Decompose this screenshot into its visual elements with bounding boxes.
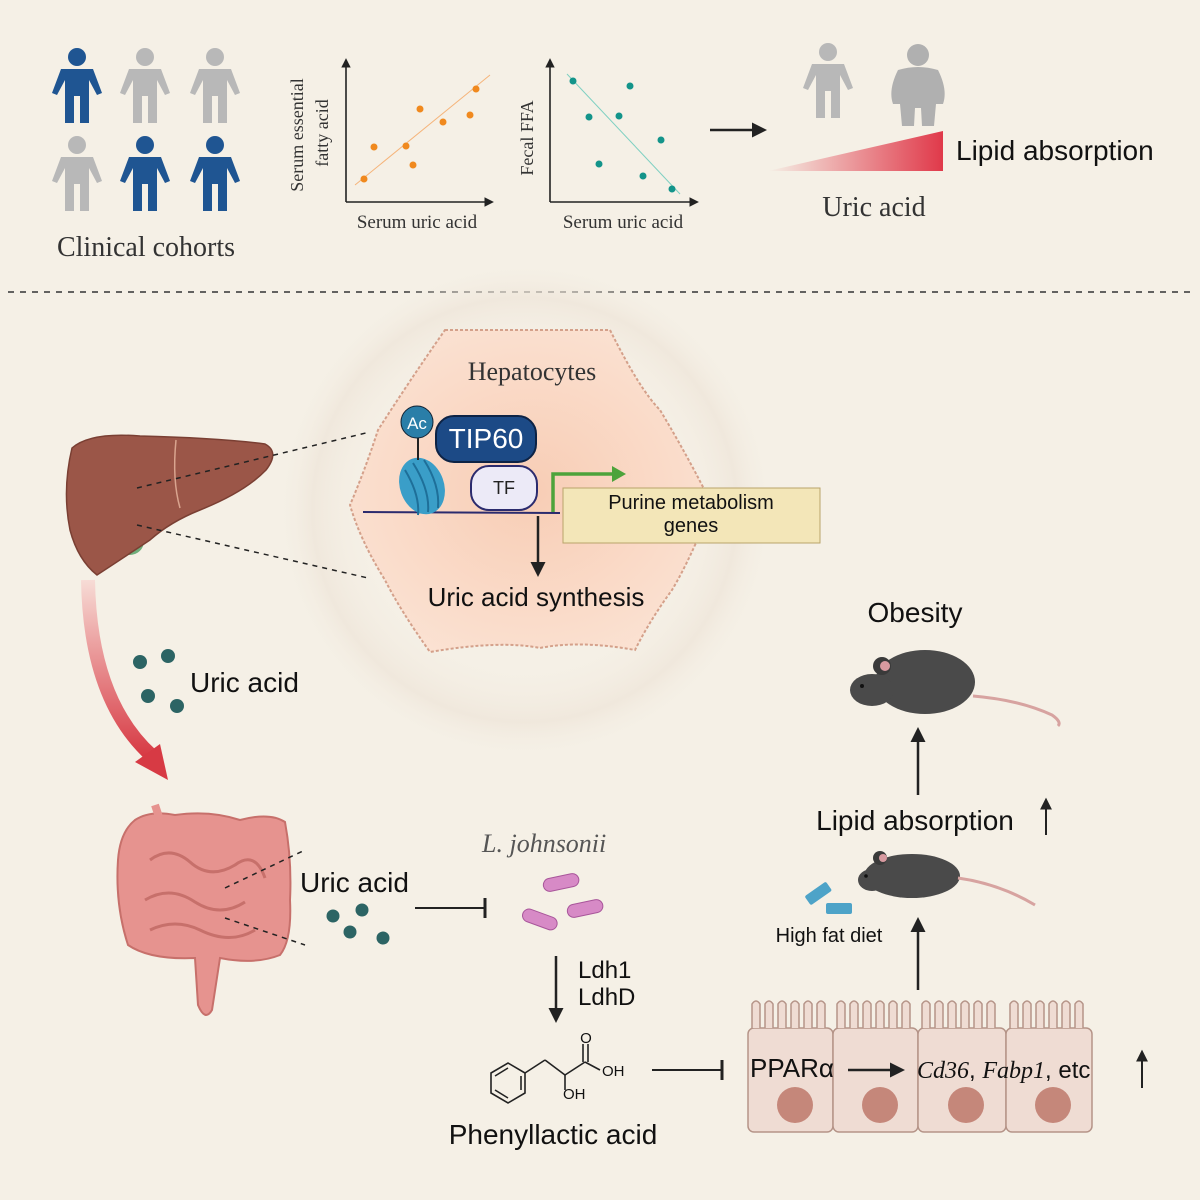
acetyl-label: Ac [407,414,427,433]
data-point [639,172,647,180]
inhibition-arrow-bacteria [415,898,487,918]
scatter-plot-fecal-ffa: Fecal FFA Serum uric acid [517,58,699,233]
species-label: L. johnsonii [481,829,606,858]
person-icon [803,43,853,118]
clinical-cohorts-panel: Clinical cohorts [52,48,240,263]
mouse-hfd-icon [858,851,1036,907]
obese-mouse-icon [850,650,1061,728]
person-icon [190,136,240,211]
cohort-label: Clinical cohorts [57,232,235,263]
transcription-arrow [551,472,612,512]
scatter-plot-essential-fatty-acid: Serum essential fatty acid Serum uric ac… [287,58,494,233]
data-point [472,85,480,93]
lipid-absorption-label-2: Lipid absorption [816,805,1014,836]
genes-box [562,487,821,544]
enzyme-ldhd: LdhD [578,984,635,1011]
hydroxyl-oh: OH [563,1086,586,1103]
y-axis-label: Fecal FFA [517,100,537,175]
acetyl-badge [400,405,434,439]
hepatocytes-title: Hepatocytes [468,357,597,386]
enterocytes-icon [747,1000,1093,1133]
data-point [668,185,676,193]
carbonyl-o: O [580,1030,592,1047]
species-prefix: L. [481,829,509,858]
gene-fabp1: Fabp1 [981,1058,1045,1084]
enzyme-ldh1: Ldh1 [578,957,631,984]
obesity-label: Obesity [868,597,963,628]
trend-line [354,74,491,186]
carboxyl-oh: OH [602,1063,625,1080]
person-icon [120,136,170,211]
y-axis-label-line2: fatty acid [312,99,332,166]
x-axis-label: Serum uric acid [357,212,478,233]
x-axis-label: Serum uric acid [563,212,684,233]
data-point [360,175,368,183]
compound-label: Phenyllactic acid [449,1119,658,1150]
gene-cd36: Cd36 [917,1058,969,1084]
species-name: johnsonii [506,829,606,858]
person-icon [52,48,102,123]
data-point [466,111,474,119]
data-point [569,77,577,85]
gradient-wedge [768,131,943,171]
tip60-label: TIP60 [449,423,524,454]
dna-strand [362,511,561,514]
data-point [409,161,417,169]
uric-acid-label-1: Uric acid [190,667,299,698]
uric-acid-molecules-gut [326,903,390,945]
inhibition-arrow-ppar [652,1060,724,1080]
phenyllactic-acid-structure [490,1044,601,1104]
conclusion-panel: Lipid absorption Uric acid [768,43,1154,223]
y-axis-label-line1: Serum essential [287,78,307,191]
food-pellet-icon [805,882,852,914]
liver-to-gut-arrow [81,579,168,780]
data-point [585,113,593,121]
genes-label-line1: Purine metabolism [608,492,774,514]
zoom-line-gut-1 [224,849,306,889]
hepatocyte-cell: Hepatocytes Ac TIP60 TF Purine metabolis… [348,329,821,654]
ppar-alpha-label: PPARα [750,1053,834,1083]
data-point [402,142,410,150]
uric-acid-label: Uric acid [822,192,925,223]
tip60-box [435,415,537,463]
data-point [615,112,623,120]
person-icon [52,136,102,211]
tf-label: TF [493,478,515,498]
high-fat-diet-label: High fat diet [776,925,883,947]
uric-acid-label-2: Uric acid [300,867,409,898]
bacteria-icon [522,873,604,931]
data-point [595,160,603,168]
target-genes-label: Cd36, Fabp1, etc [917,1057,1090,1084]
obese-person-icon [891,44,945,126]
person-icon [190,48,240,123]
data-point [416,105,424,113]
transcription-arrowhead [612,466,626,482]
tf-box [470,465,538,511]
lipid-absorption-label: Lipid absorption [956,135,1154,166]
nucleosome-icon [399,457,445,516]
data-point [439,118,447,126]
zoom-line-gut-2 [224,917,306,946]
synthesis-label: Uric acid synthesis [428,582,645,612]
liver-icon [65,434,274,576]
trend-line [566,73,681,195]
data-point [370,143,378,151]
intestine-icon [116,803,292,1016]
uric-acid-molecules [133,649,184,713]
comma-separator: , [969,1057,982,1084]
genes-label-line2: genes [664,515,719,537]
person-icon [120,48,170,123]
etc-label: , etc [1045,1057,1090,1084]
data-point [657,136,665,144]
data-point [626,82,634,90]
